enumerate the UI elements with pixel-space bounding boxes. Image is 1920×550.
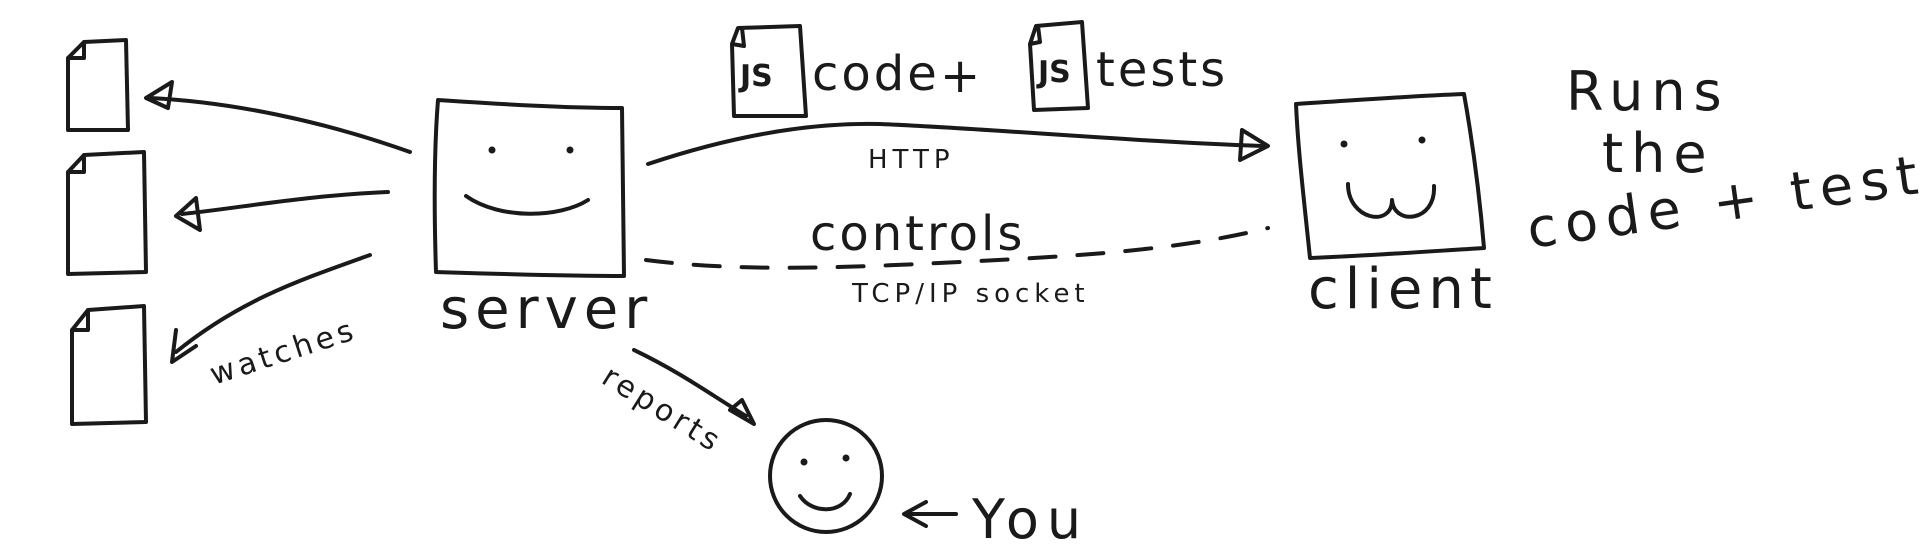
server-eye-right xyxy=(566,146,574,154)
client-box xyxy=(1294,92,1486,260)
file-icon xyxy=(66,38,130,132)
runs-line-1: Runs xyxy=(1566,60,1730,123)
server-label: server xyxy=(440,277,653,342)
http-arrow xyxy=(646,121,1270,166)
http-label: HTTP xyxy=(868,145,955,175)
watches-label: watches xyxy=(206,312,362,392)
watched-file-2 xyxy=(66,150,148,276)
client-label: client xyxy=(1308,257,1498,322)
file-icon xyxy=(70,304,148,426)
reports-label: reports xyxy=(596,359,729,460)
code-label: code xyxy=(812,46,940,102)
you-arrow xyxy=(902,500,958,528)
js-tests-file: JS xyxy=(1028,20,1090,112)
smiley-face-icon xyxy=(768,418,884,534)
client-smile xyxy=(1346,182,1437,219)
client-eye-right xyxy=(1418,136,1426,144)
runs-line-3: code + tests xyxy=(1523,138,1920,261)
controls-dashed-line xyxy=(644,226,1270,270)
tests-label: tests xyxy=(1096,42,1228,98)
svg-text:JS: JS xyxy=(738,59,773,94)
watch-arrow-3 xyxy=(170,253,372,364)
watched-file-1 xyxy=(66,38,130,132)
watch-arrow-2 xyxy=(174,190,390,232)
js-code-file: JS xyxy=(730,24,808,118)
server-box xyxy=(432,98,626,278)
you-label: You xyxy=(971,488,1089,550)
watch-arrow-1 xyxy=(144,80,412,154)
plus-label: + xyxy=(940,48,983,104)
watched-file-3 xyxy=(70,304,148,426)
you-face xyxy=(768,418,884,534)
js-file-icon xyxy=(1028,20,1090,112)
js-file-icon xyxy=(730,24,808,118)
runs-line-2: the xyxy=(1602,122,1715,185)
svg-text:JS: JS xyxy=(1036,55,1071,90)
file-icon xyxy=(66,150,148,276)
server-smile xyxy=(464,194,590,216)
tcp-label: TCP/IP socket xyxy=(851,279,1090,309)
client-eye-left xyxy=(1340,140,1348,148)
controls-label: controls xyxy=(810,206,1025,262)
reports-arrow xyxy=(632,348,756,426)
server-eye-left xyxy=(488,146,496,154)
